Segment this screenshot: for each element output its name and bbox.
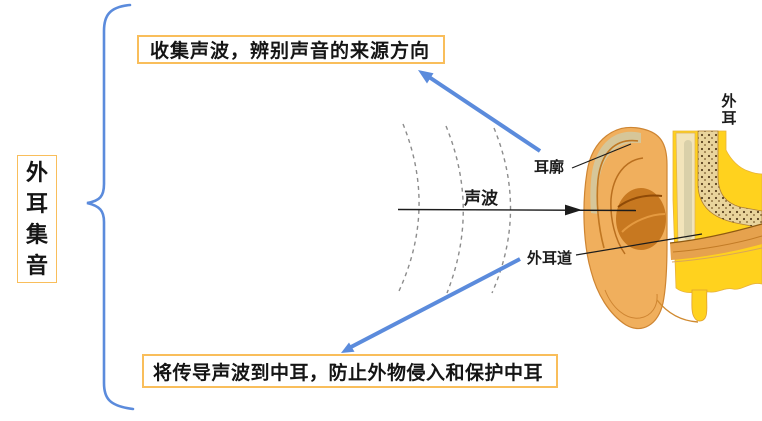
ear-canal-function-box: 将传导声波到中耳，防止外物侵入和保护中耳 (142, 354, 558, 388)
sound-wave-label: 声波 (464, 189, 498, 208)
arrow-to-bottom-box-line (350, 257, 521, 349)
ear-canal-inner-line (672, 235, 762, 253)
sound-arrow-head (565, 204, 582, 216)
ear-illustration (583, 127, 762, 330)
ear-bone-speckles (698, 131, 762, 228)
wave-arc-1 (398, 123, 420, 292)
ear-canal-label: 外耳道 (527, 250, 573, 267)
brace (86, 3, 135, 411)
root-concept-box: 外耳集音 (17, 155, 57, 283)
ear-canal-upper-edge (669, 223, 762, 244)
arrow-to-bottom-box-head (341, 342, 355, 353)
sound-direction-arrow (397, 204, 637, 216)
ear-antihelix-fold (610, 157, 644, 255)
ear-tissue-drip (691, 289, 708, 322)
ear-canal-tube (670, 224, 762, 260)
ear-canal-lower-edge (671, 247, 762, 263)
ear-concha-crus (617, 194, 663, 208)
root-concept-label: 外耳集音 (25, 160, 48, 278)
ear-helix-fold (596, 139, 639, 249)
ear-lower-skin-line (656, 299, 699, 323)
auricle-function-box: 收集声波，辨别声音的来源方向 (137, 35, 445, 64)
ear-canal-pointer-line (575, 233, 703, 256)
ear-helix-rim (590, 131, 641, 214)
ear-lobe-outline (604, 289, 658, 319)
arrow-to-top-box-line (427, 75, 542, 153)
ear-concha-highlight (621, 213, 666, 233)
ear-cartilage-highlight (684, 140, 692, 240)
sound-arrow-line (397, 208, 637, 212)
auricle-pointer-line (571, 143, 632, 169)
arrow-to-bottom-box (341, 257, 521, 353)
auricle-label: 耳廓 (534, 159, 565, 176)
outer-ear-label: 外耳 (721, 93, 737, 127)
arrow-to-top-box (418, 70, 542, 153)
arrow-to-top-box-head (418, 70, 434, 84)
